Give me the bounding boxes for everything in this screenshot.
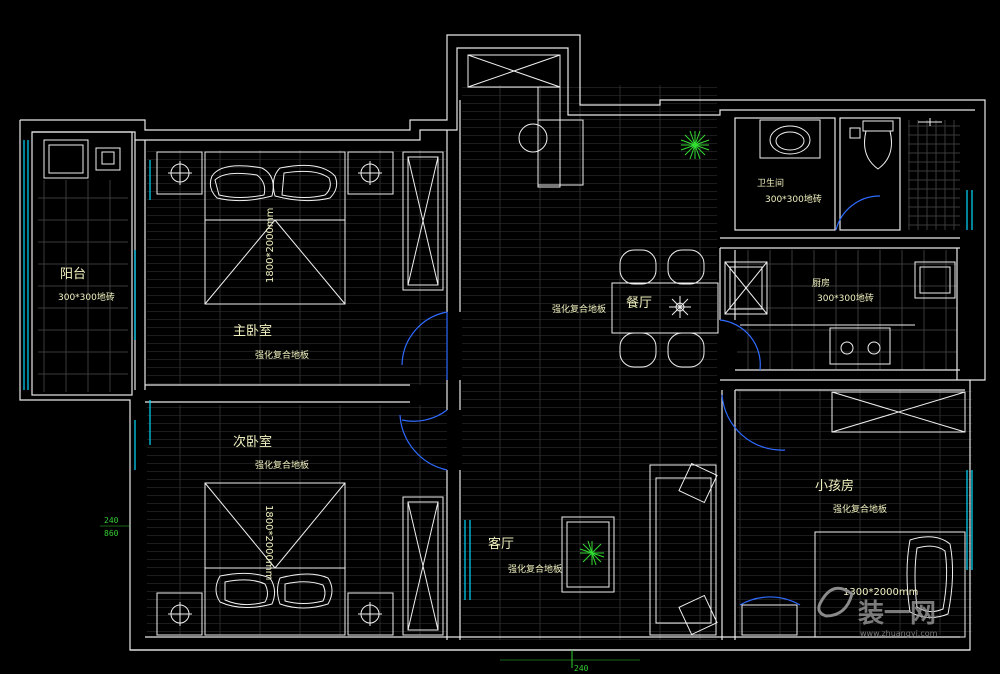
second-bedroom-floor: 强化复合地板 xyxy=(255,459,309,471)
floor-fills xyxy=(38,85,972,640)
kitchen-tile: 300*300地砖 xyxy=(817,292,874,304)
living-dining-furniture xyxy=(467,54,719,636)
windows xyxy=(23,140,973,600)
living-room-floor: 强化复合地板 xyxy=(508,563,562,575)
kitchen-fixtures xyxy=(724,261,956,365)
doors xyxy=(399,195,881,606)
kids-room-furniture xyxy=(741,391,966,638)
master-bed-size: 1800*2000mm xyxy=(265,208,276,283)
second-bedroom-furniture xyxy=(156,482,444,636)
balcony-tile: 300*300地砖 xyxy=(58,291,115,303)
room-labels: 阳台 300*300地砖 主卧室 强化复合地板 1800*2000mm 次卧室 … xyxy=(58,177,918,598)
kitchen-name: 厨房 xyxy=(812,277,830,289)
balcony-name: 阳台 xyxy=(60,267,86,282)
second-bed-size: 1800*2000mm xyxy=(263,505,274,580)
kids-room-name: 小孩房 xyxy=(815,478,854,494)
master-bedroom-name: 主卧室 xyxy=(233,323,272,339)
dimension-left-a: 240 xyxy=(104,516,119,525)
dimension-marks: 240 240 860 xyxy=(100,516,640,673)
watermark-brand: 装一网 xyxy=(858,599,936,629)
dimension-left-b: 860 xyxy=(104,529,119,538)
bathroom-tile: 300*300地砖 xyxy=(765,193,822,205)
hall-floor: 强化复合地板 xyxy=(552,303,606,315)
dimension-bottom: 240 xyxy=(574,664,589,673)
master-bedroom-floor: 强化复合地板 xyxy=(255,349,309,361)
kids-bed-size: 1300*2000mm xyxy=(843,587,918,598)
master-bedroom-furniture xyxy=(156,151,444,305)
second-bedroom-name: 次卧室 xyxy=(233,434,272,450)
walls xyxy=(19,34,986,651)
watermark-url: www.zhuangyi.com xyxy=(860,629,938,638)
watermark-logo: 装一网 www.zhuangyi.com xyxy=(817,586,938,638)
balcony-fixtures xyxy=(43,139,121,179)
plant-icons xyxy=(579,130,710,566)
living-room-name: 客厅 xyxy=(488,536,514,552)
bathroom-fixtures xyxy=(759,118,942,170)
dining-name: 餐厅 xyxy=(626,295,652,311)
flower-icon xyxy=(669,296,691,318)
kids-room-floor: 强化复合地板 xyxy=(833,503,887,515)
bathroom-name: 卫生间 xyxy=(757,177,784,189)
